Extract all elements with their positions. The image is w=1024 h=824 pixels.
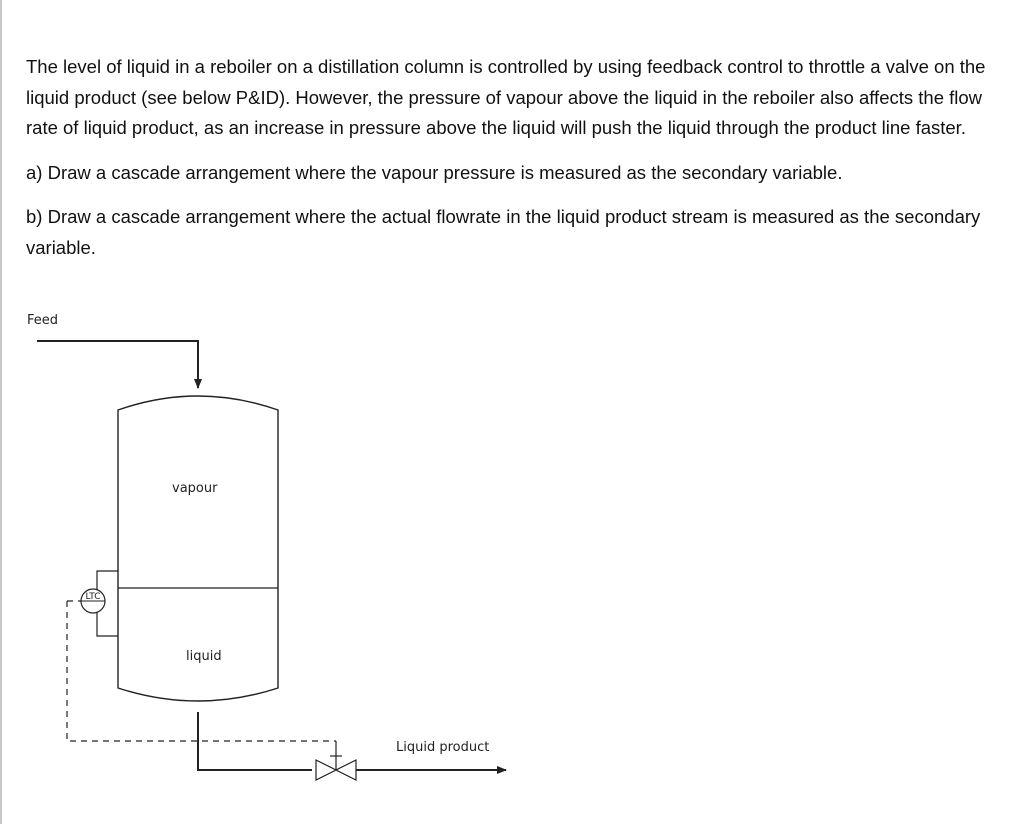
feed-label: Feed [27,313,58,328]
control-valve [315,755,357,781]
product-label: Liquid product [396,740,489,755]
reboiler-vessel [117,395,279,702]
liquid-product-line [197,712,312,771]
controller-label: LTC [85,592,100,602]
feed-line [37,340,202,389]
question-part-b: b) Draw a cascade arrangement where the … [26,206,981,258]
liquid-label: liquid [186,649,222,664]
level-controller: LTC [80,588,106,614]
vapour-label: vapour [172,481,218,496]
pid-diagram: Feed vapour liquid LTC Liquid product [27,313,507,781]
control-signal-line [66,600,336,742]
controller-tap-lower [96,610,118,637]
question-intro: The level of liquid in a reboiler on a d… [26,56,986,138]
controller-tap-upper [96,570,118,590]
page-left-border [0,0,2,824]
question-text: The level of liquid in a reboiler on a d… [26,52,1006,263]
question-part-a: a) Draw a cascade arrangement where the … [26,161,843,183]
